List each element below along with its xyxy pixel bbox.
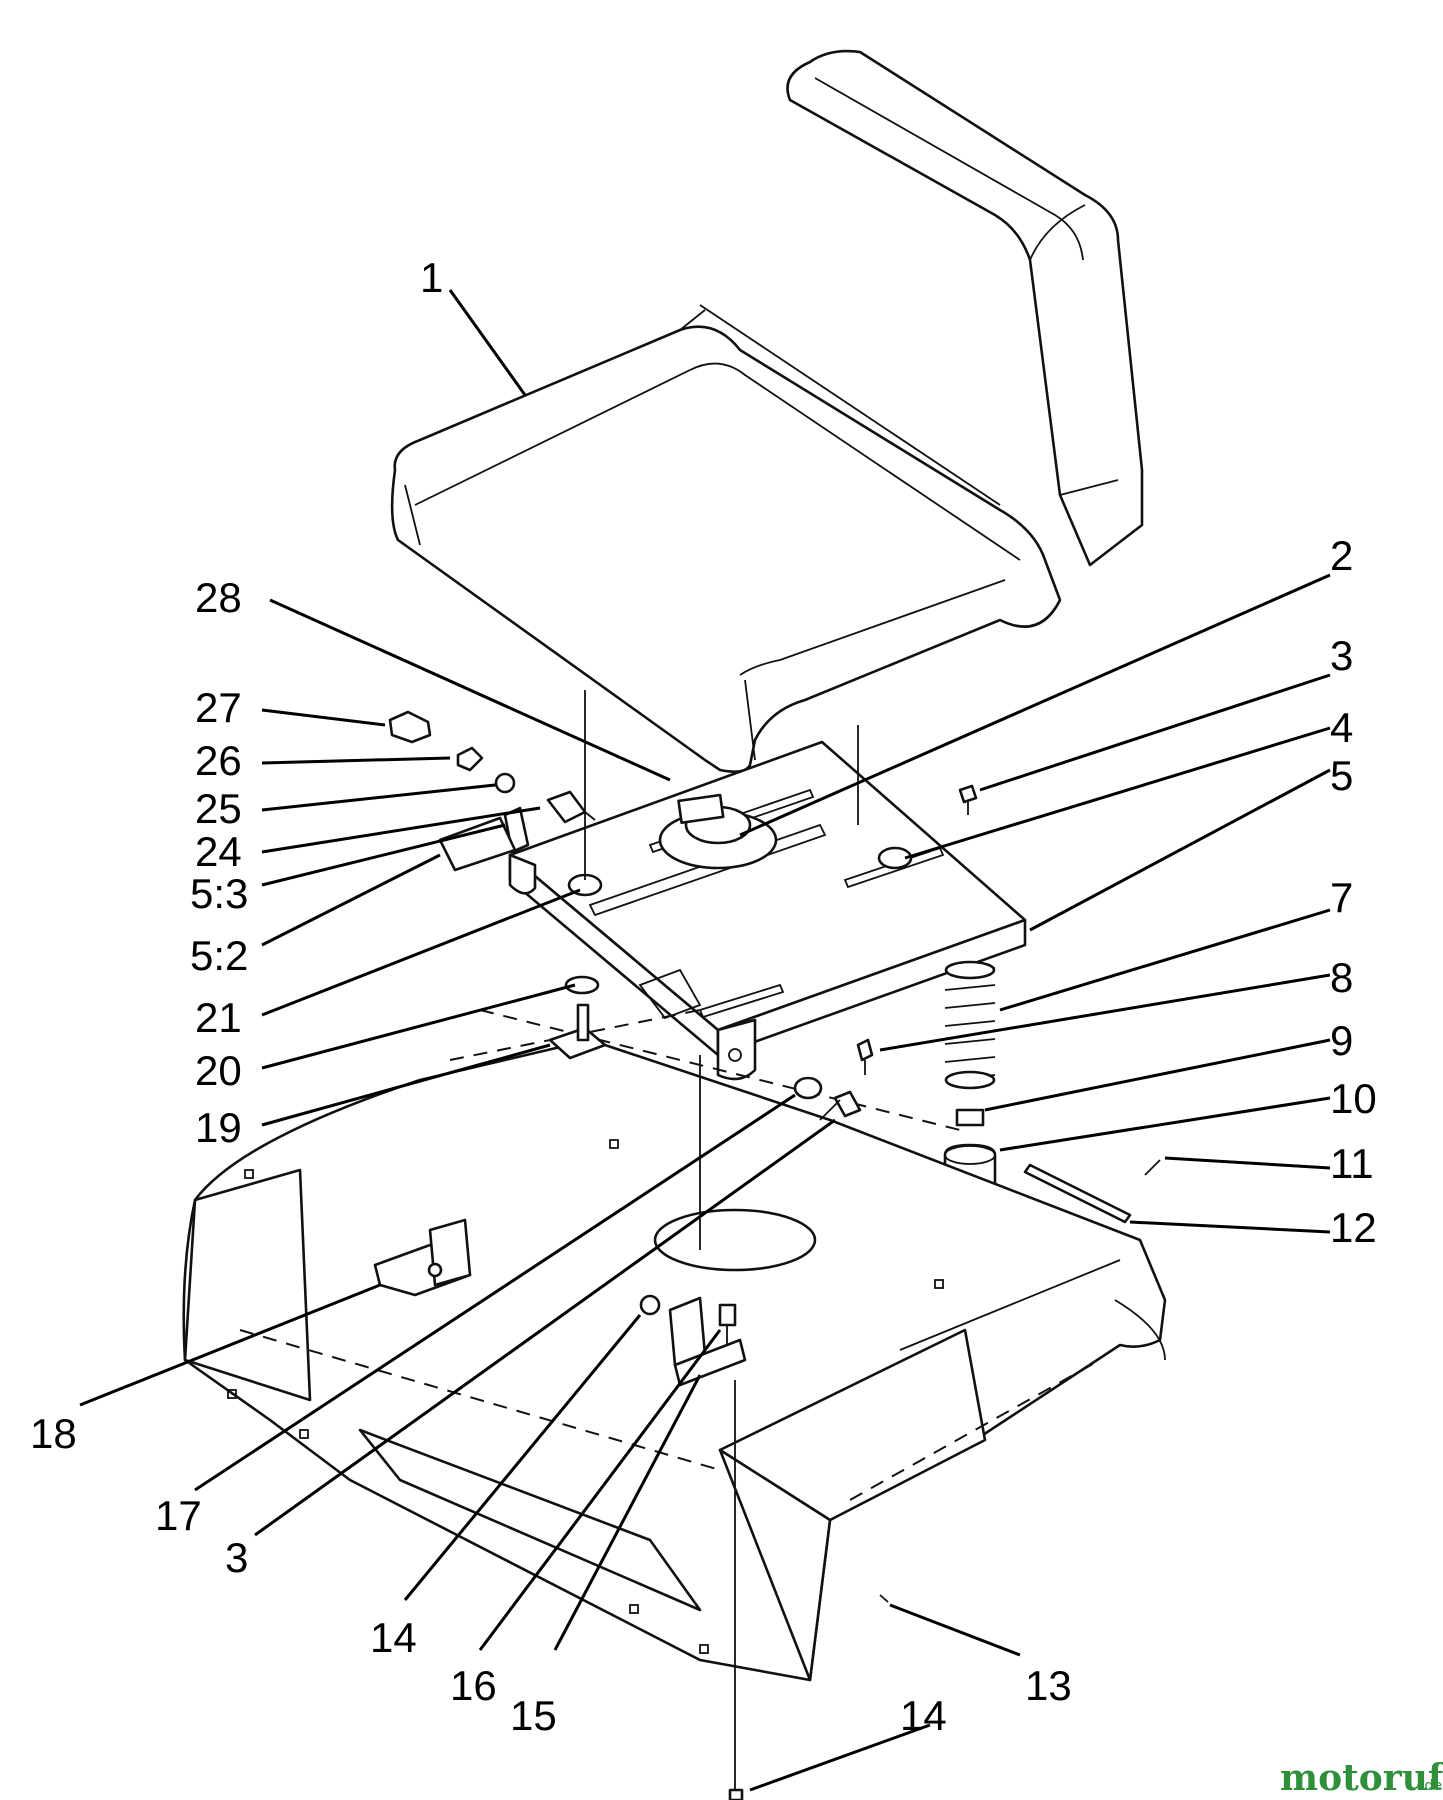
callout-27: 27	[195, 684, 242, 731]
watermark-tld: .de	[1420, 1778, 1442, 1794]
callout-17: 17	[155, 1492, 202, 1539]
callout-7: 7	[1330, 874, 1353, 921]
callout-1: 1	[420, 254, 443, 301]
lower-bracket-assembly	[639, 1294, 747, 1800]
seat	[390, 49, 1144, 773]
callout-12: 12	[1330, 1204, 1377, 1251]
callout-5-3: 5:3	[190, 870, 248, 917]
callout-28: 28	[195, 574, 242, 621]
callout-9: 9	[1330, 1017, 1353, 1064]
seat-switch-assembly	[388, 710, 596, 872]
callouts: 1 2 3 4 5 7 8 9 10 11 12 28 27 26 25 24 …	[30, 254, 1377, 1739]
callout-25: 25	[195, 785, 242, 832]
bolt-and-washer	[793, 1076, 862, 1121]
watermark-brand: motoruf	[1280, 1757, 1443, 1799]
rod-and-pin	[1023, 1159, 1161, 1224]
callout-2: 2	[1330, 532, 1353, 579]
callout-3-lower: 3	[225, 1534, 248, 1581]
callout-8: 8	[1330, 954, 1353, 1001]
callout-3: 3	[1330, 632, 1353, 679]
callout-5-2: 5:2	[190, 932, 248, 979]
leader-lines	[79, 289, 1331, 1792]
callout-14: 14	[370, 1614, 417, 1661]
seat-mounting-plate	[508, 740, 1027, 1081]
callout-5: 5	[1330, 752, 1353, 799]
callout-24: 24	[195, 828, 242, 875]
bracket-18	[373, 1218, 472, 1297]
callout-18: 18	[30, 1410, 77, 1457]
callout-4: 4	[1330, 704, 1353, 751]
callout-16: 16	[450, 1662, 497, 1709]
callout-20: 20	[195, 1047, 242, 1094]
pin-13	[879, 1594, 889, 1603]
callout-10: 10	[1330, 1075, 1377, 1122]
callout-21: 21	[195, 994, 242, 1041]
watermark-logo: motoruf .de	[1280, 1757, 1443, 1799]
knob-assembly	[548, 975, 607, 1060]
callout-14-lower: 14	[900, 1692, 947, 1739]
callout-19: 19	[195, 1104, 242, 1151]
callout-26: 26	[195, 737, 242, 784]
callout-13: 13	[1025, 1662, 1072, 1709]
callout-11: 11	[1330, 1140, 1374, 1187]
callout-15: 15	[510, 1692, 557, 1739]
